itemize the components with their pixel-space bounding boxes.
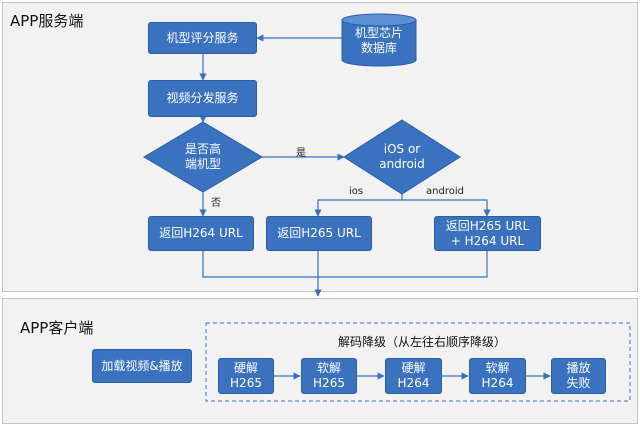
video-dispatch-node: 视频分发服务 [148, 80, 257, 117]
edge-label-android: android [426, 186, 464, 197]
rating-service-node: 机型评分服务 [148, 22, 257, 54]
server-panel-title: APP服务端 [10, 12, 84, 30]
edge-h264-merge [202, 251, 318, 278]
chip-db-label: 机型芯片 数据库 [354, 26, 403, 55]
fallback-step-play-failed: 播放 失败 [551, 358, 606, 394]
fallback-step-hw-h265: 硬解 H265 [218, 358, 274, 394]
load-play-label: 加载视频&播放 [101, 358, 183, 373]
fallback-step-label: 硬解 H264 [397, 361, 430, 390]
fallback-group-title: 解码降级（从左往右顺序降级） [338, 335, 507, 349]
video-dispatch-label: 视频分发服务 [166, 91, 239, 105]
return-both-label: 返回H265 URL + H264 URL [445, 218, 530, 248]
rating-service-label: 机型评分服务 [166, 30, 239, 45]
fallback-step-sw-h264: 软解 H264 [469, 358, 526, 394]
fallback-step-label: 播放 失败 [566, 361, 591, 390]
client-panel-title: APP客户端 [20, 319, 94, 337]
return-h264-node: 返回H264 URL [148, 216, 254, 251]
return-h264-label: 返回H264 URL [159, 226, 243, 240]
fallback-step-sw-h265: 软解 H265 [301, 358, 357, 394]
edge-label-ios: ios [349, 186, 364, 197]
edge-label-no: 否 [211, 198, 221, 209]
fallback-group-border [205, 322, 631, 402]
fallback-step-label: 硬解 H265 [230, 361, 262, 390]
return-both-node: 返回H265 URL + H264 URL [434, 216, 541, 251]
edge-label-yes: 是 [296, 148, 306, 159]
fallback-step-label: 软解 H264 [481, 361, 514, 390]
edge-android-merge [318, 251, 488, 278]
edge-ios [314, 194, 403, 217]
return-h265-label: 返回H265 URL [277, 226, 361, 240]
high-end-decision-label: 是否高 端机型 [184, 142, 221, 171]
fallback-step-label: 软解 H265 [313, 361, 345, 390]
platform-decision-label: iOS or android [379, 142, 425, 171]
edge-android [402, 199, 491, 217]
fallback-step-hw-h264: 硬解 H264 [385, 358, 442, 394]
return-h265-node: 返回H265 URL [266, 216, 372, 251]
database-cylinder-icon [341, 13, 417, 67]
load-play-node: 加载视频&播放 [92, 349, 192, 383]
